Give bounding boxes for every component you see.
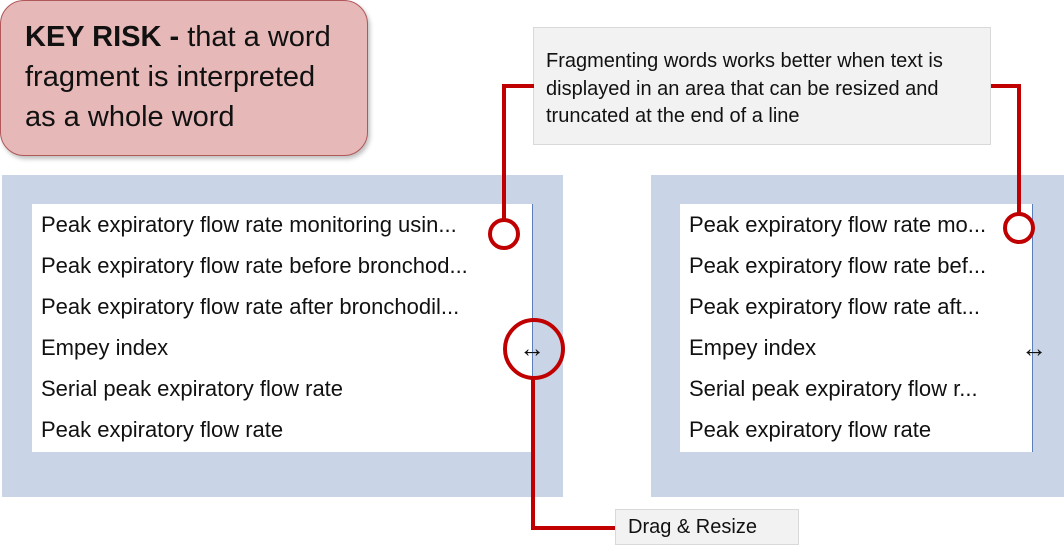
ellipsis-highlight-circle [1003, 212, 1035, 244]
ellipsis-highlight-circle [488, 218, 520, 250]
list-item[interactable]: Peak expiratory flow rate mo... [689, 212, 987, 237]
connector-line [531, 526, 617, 530]
list-item[interactable]: Empey index [689, 335, 817, 360]
list-item[interactable]: Peak expiratory flow rate aft... [689, 294, 981, 319]
list-item[interactable]: Peak expiratory flow rate [689, 417, 932, 442]
list-item[interactable]: Peak expiratory flow rate after bronchod… [41, 294, 460, 319]
connector-line [991, 84, 1021, 88]
list-item[interactable]: Serial peak expiratory flow rate [41, 376, 344, 401]
key-risk-text: that a word fragment is interpreted as a… [25, 21, 331, 133]
list-item[interactable]: Serial peak expiratory flow r... [689, 376, 978, 401]
key-risk-callout: KEY RISK - that a word fragment is inter… [0, 0, 368, 156]
list-item[interactable]: Peak expiratory flow rate [41, 417, 284, 442]
drag-resize-label: Drag & Resize [615, 509, 799, 545]
right-resizable-list: Peak expiratory flow rate mo... Peak exp… [680, 204, 1033, 452]
right-list-panel: Peak expiratory flow rate mo... Peak exp… [651, 175, 1064, 497]
resize-handle-highlight-circle [503, 318, 565, 380]
key-risk-label: KEY RISK - [25, 21, 180, 53]
left-resizable-list: Peak expiratory flow rate monitoring usi… [32, 204, 533, 452]
list-item[interactable]: Peak expiratory flow rate before broncho… [41, 253, 468, 278]
resize-horizontal-icon[interactable]: ↔ [1021, 333, 1047, 363]
list-item[interactable]: Peak expiratory flow rate bef... [689, 253, 987, 278]
list-item[interactable]: Peak expiratory flow rate monitoring usi… [41, 212, 457, 237]
connector-line [502, 84, 506, 220]
connector-line [1017, 84, 1021, 214]
left-list-panel: Peak expiratory flow rate monitoring usi… [2, 175, 563, 497]
connector-line [502, 84, 534, 88]
connector-line [531, 378, 535, 530]
fragmenting-note-callout: Fragmenting words works better when text… [533, 27, 991, 145]
list-item[interactable]: Empey index [41, 335, 169, 360]
